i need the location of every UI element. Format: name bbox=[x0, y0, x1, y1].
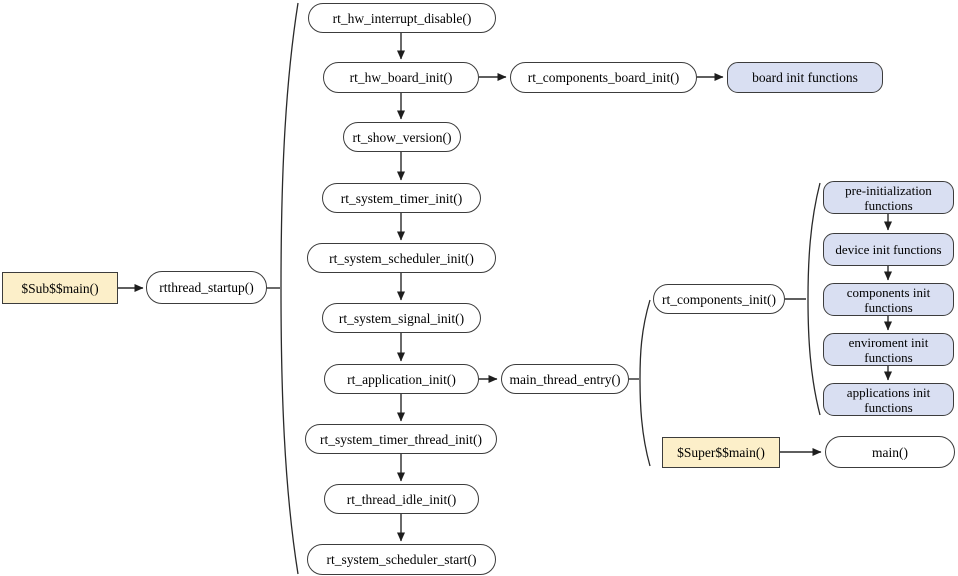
node-rt-show-version: rt_show_version() bbox=[343, 122, 461, 152]
node-rt-hw-board-init: rt_hw_board_init() bbox=[323, 62, 479, 93]
brace-mainthreadentry-group bbox=[639, 299, 651, 467]
node-rt-system-scheduler-init: rt_system_scheduler_init() bbox=[307, 243, 496, 273]
node-rt-system-signal-init: rt_system_signal_init() bbox=[322, 303, 481, 333]
node-rt-components-board-init: rt_components_board_init() bbox=[510, 62, 697, 93]
node-rt-system-timer-thread-init: rt_system_timer_thread_init() bbox=[305, 424, 497, 454]
node-main: main() bbox=[825, 436, 955, 468]
node-device-init-functions: device init functions bbox=[823, 233, 954, 266]
brace-startup-group bbox=[280, 2, 299, 575]
node-main-thread-entry: main_thread_entry() bbox=[501, 364, 629, 394]
brace-componentsinit-group bbox=[807, 182, 821, 416]
node-components-init-functions: components init functions bbox=[823, 283, 954, 316]
node-rt-thread-idle-init: rt_thread_idle_init() bbox=[324, 484, 479, 514]
node-rt-application-init: rt_application_init() bbox=[324, 364, 479, 394]
node-sub-main: $Sub$$main() bbox=[2, 272, 118, 304]
node-rt-system-scheduler-start: rt_system_scheduler_start() bbox=[307, 544, 496, 575]
node-enviroment-init-functions: enviroment init functions bbox=[823, 333, 954, 366]
node-rt-components-init: rt_components_init() bbox=[653, 284, 785, 314]
node-rt-system-timer-init: rt_system_timer_init() bbox=[322, 183, 481, 213]
node-applications-init-functions: applications init functions bbox=[823, 383, 954, 416]
node-super-main: $Super$$main() bbox=[662, 437, 780, 468]
node-board-init-functions: board init functions bbox=[727, 62, 883, 93]
node-rtthread-startup: rtthread_startup() bbox=[146, 271, 267, 304]
node-pre-initialization-functions: pre-initialization functions bbox=[823, 181, 954, 214]
node-rt-hw-interrupt-disable: rt_hw_interrupt_disable() bbox=[308, 3, 496, 33]
